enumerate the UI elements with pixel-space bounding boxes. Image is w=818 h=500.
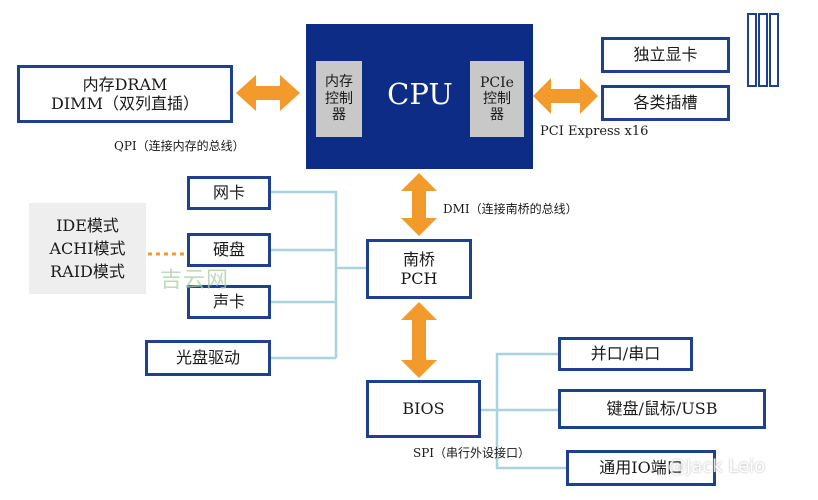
memory-controller: 内存 控制 器 <box>316 61 362 137</box>
pcie-label: PCI Express x16 <box>540 124 649 139</box>
pcie-ctrl-char: 器 <box>490 107 504 124</box>
dmi-arrow <box>401 173 437 236</box>
watermark: @Jack Leio <box>668 456 766 477</box>
cpu-title: CPU <box>387 77 453 111</box>
pcie-ctrl-text: PCIe <box>480 74 514 91</box>
disk-modes-panel: IDE模式 ACHI模式 RAID模式 <box>29 203 146 294</box>
memory-line2: DIMM（双列直插） <box>51 94 199 113</box>
mem-ctrl-char: 器 <box>332 107 346 124</box>
bios-box: BIOS <box>366 380 481 438</box>
watermark-logo: 吉云网 <box>160 268 230 293</box>
qpi-label: QPI（连接内存的总线） <box>114 139 245 153</box>
sound-box: 声卡 <box>187 285 271 319</box>
slots-box: 各类插槽 <box>601 85 730 121</box>
pch-bus-line <box>271 190 366 360</box>
pcie-ctrl-char: 制 <box>497 90 511 107</box>
spi-bus-line <box>481 352 566 470</box>
mem-ctrl-char: 控 <box>325 90 339 107</box>
parallel-serial-box: 并口/串口 <box>558 337 693 371</box>
mem-ctrl-char: 内 <box>325 73 339 90</box>
dimm-bar <box>747 13 757 87</box>
disk-mode-ide: IDE模式 <box>56 215 119 235</box>
memory-box: 内存DRAM DIMM（双列直插） <box>17 65 233 123</box>
spi-label: SPI（串行外设接口） <box>413 446 531 460</box>
nic-box: 网卡 <box>187 176 271 210</box>
gpu-box: 独立显卡 <box>601 37 730 73</box>
pcie-controller: PCIe 控制 器 <box>470 61 524 137</box>
pcie-arrow <box>533 78 598 114</box>
qpi-arrow <box>236 75 300 111</box>
disk-mode-achi: ACHI模式 <box>49 238 126 258</box>
dimm-bar <box>769 13 779 87</box>
pch-line2: PCH <box>400 269 438 288</box>
keyboard-mouse-usb-box: 键盘/鼠标/USB <box>558 389 766 429</box>
disk-mode-raid: RAID模式 <box>50 262 125 282</box>
mem-ctrl-char: 制 <box>339 90 353 107</box>
memory-line1: 内存DRAM <box>82 74 168 94</box>
pch-box: 南桥 PCH <box>366 239 472 299</box>
bios-link-arrow <box>401 302 437 378</box>
mem-ctrl-char: 存 <box>339 73 353 90</box>
disk-box: 硬盘 <box>187 233 271 267</box>
pch-line1: 南桥 <box>402 249 435 269</box>
pcie-ctrl-char: 控 <box>483 90 497 107</box>
gpio-box: 通用IO端口 <box>566 450 716 486</box>
optical-drive-box: 光盘驱动 <box>145 340 271 376</box>
dmi-label: DMI（连接南桥的总线） <box>443 202 578 216</box>
dimm-bar <box>758 13 768 87</box>
